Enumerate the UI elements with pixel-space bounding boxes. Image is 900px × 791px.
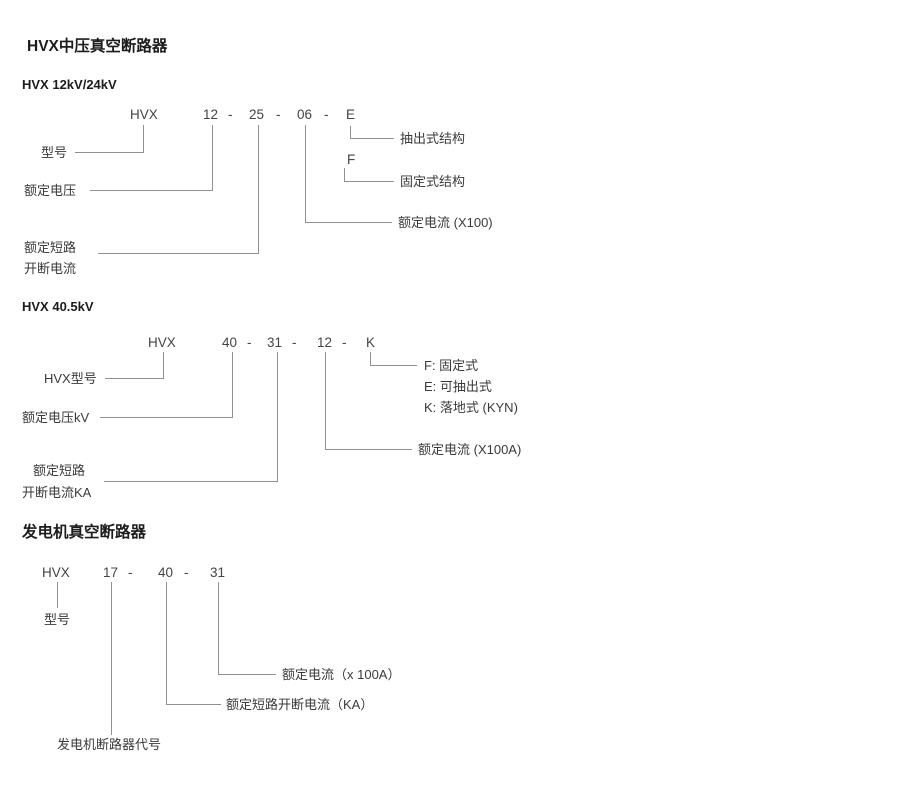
label-rated-voltage: 额定电压kV	[22, 410, 90, 425]
code-dash: -	[184, 565, 189, 580]
label-rated-current: 额定电流 (X100A)	[418, 442, 522, 457]
code-short-circuit: 25	[249, 107, 265, 122]
connector-line-h	[370, 365, 417, 366]
code-dash: -	[128, 565, 133, 580]
connector-line-h	[325, 449, 412, 450]
label-rated-current: 额定电流（x 100A）	[282, 667, 401, 682]
connector-line-v	[57, 582, 58, 608]
section-subtitle-40: HVX 40.5kV	[22, 299, 94, 314]
connector-line-h	[100, 417, 233, 418]
code-prefix: HVX	[148, 335, 176, 350]
label-model: HVX型号	[44, 371, 97, 386]
label-generator-code: 发电机断路器代号	[57, 737, 162, 752]
code-generator-no: 17	[103, 565, 119, 580]
connector-line-v	[305, 125, 306, 223]
code-dash: -	[292, 335, 297, 350]
label-short-circuit-line2: 开断电流KA	[22, 485, 92, 500]
code-fixed-option: F	[347, 152, 356, 167]
connector-line-v	[111, 582, 112, 735]
connector-line-v	[166, 582, 167, 705]
label-model: 型号	[44, 612, 71, 627]
label-model: 型号	[41, 145, 68, 160]
connector-line-v	[218, 582, 219, 675]
code-short-circuit: 40	[158, 565, 174, 580]
connector-line-h	[218, 674, 276, 675]
connector-line-h	[90, 190, 213, 191]
connector-line-v	[350, 126, 351, 139]
connector-line-h	[344, 181, 394, 182]
connector-line-v	[370, 352, 371, 366]
connector-line-h	[75, 152, 144, 153]
code-voltage: 12	[203, 107, 219, 122]
connector-line-h	[350, 138, 394, 139]
connector-line-h	[104, 481, 278, 482]
label-type-f: F: 固定式	[424, 358, 479, 373]
label-short-circuit-line1: 额定短路	[24, 240, 77, 255]
code-current: 12	[317, 335, 333, 350]
code-prefix: HVX	[130, 107, 158, 122]
code-current: 31	[210, 565, 226, 580]
label-short-circuit: 额定短路开断电流（KA）	[226, 697, 374, 712]
connector-line-h	[105, 378, 164, 379]
connector-line-v	[277, 352, 278, 482]
connector-line-v	[258, 125, 259, 254]
connector-line-v	[143, 125, 144, 153]
code-voltage: 40	[222, 335, 238, 350]
code-dash: -	[342, 335, 347, 350]
connector-line-v	[344, 168, 345, 182]
label-withdrawable: 抽出式结构	[400, 131, 466, 146]
label-rated-current: 额定电流 (X100)	[398, 215, 493, 230]
code-dash: -	[247, 335, 252, 350]
connector-line-v	[212, 125, 213, 191]
code-structure: K	[366, 335, 376, 350]
label-short-circuit-line2: 开断电流	[24, 261, 77, 276]
code-short-circuit: 31	[267, 335, 283, 350]
code-prefix: HVX	[42, 565, 70, 580]
label-type-k: K: 落地式 (KYN)	[424, 400, 518, 415]
connector-line-h	[166, 704, 221, 705]
label-short-circuit-line1: 额定短路	[33, 463, 86, 478]
label-fixed: 固定式结构	[400, 174, 466, 189]
label-rated-voltage: 额定电压	[24, 183, 77, 198]
connector-line-v	[163, 352, 164, 379]
section-subtitle-12-24: HVX 12kV/24kV	[22, 77, 117, 92]
label-type-e: E: 可抽出式	[424, 379, 492, 394]
connector-line-v	[325, 352, 326, 450]
connector-line-h	[98, 253, 259, 254]
connector-line-v	[232, 352, 233, 418]
page-title: HVX中压真空断路器	[27, 38, 168, 55]
code-dash: -	[228, 107, 233, 122]
section-title-generator: 发电机真空断路器	[22, 524, 147, 541]
connector-line-h	[305, 222, 392, 223]
code-current: 06	[297, 107, 313, 122]
code-dash: -	[324, 107, 329, 122]
code-dash: -	[276, 107, 281, 122]
code-structure: E	[346, 107, 356, 122]
